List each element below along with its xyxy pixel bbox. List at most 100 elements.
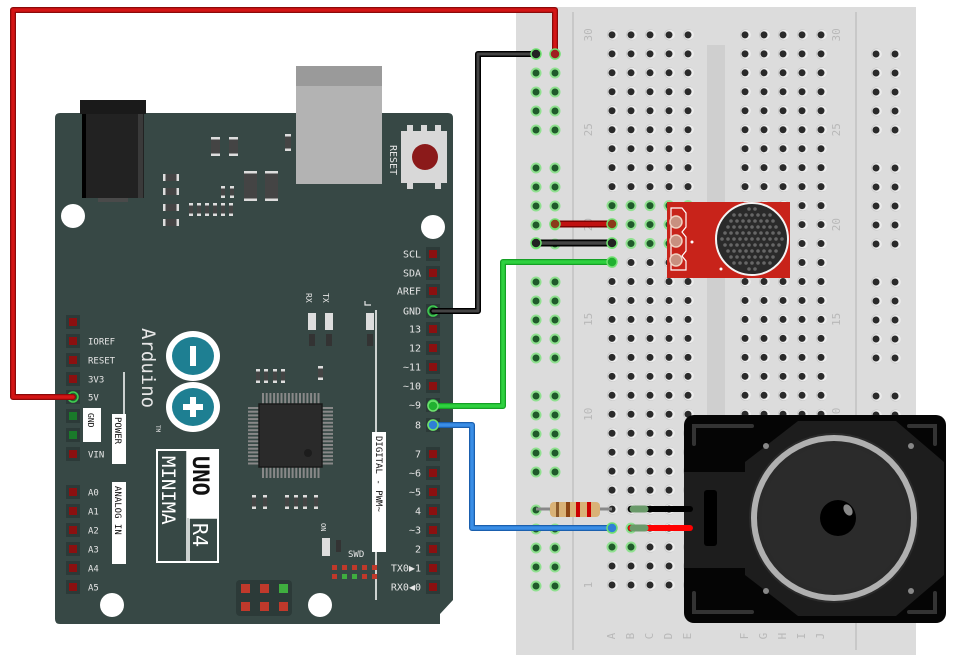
breadboard-hole[interactable] [778, 294, 789, 306]
breadboard-hole[interactable] [530, 314, 542, 326]
breadboard-hole[interactable] [645, 313, 656, 325]
breadboard-hole[interactable] [759, 29, 770, 41]
breadboard-hole[interactable] [683, 86, 694, 98]
breadboard-hole[interactable] [871, 219, 882, 231]
breadboard-hole[interactable] [645, 408, 656, 420]
breadboard-hole[interactable] [797, 86, 808, 98]
breadboard-hole[interactable] [797, 143, 808, 155]
breadboard-hole[interactable] [626, 275, 637, 287]
breadboard-hole[interactable] [549, 409, 561, 421]
breadboard-hole[interactable] [778, 29, 789, 41]
breadboard-hole[interactable] [740, 48, 751, 60]
breadboard-hole[interactable] [890, 67, 901, 79]
breadboard-hole[interactable] [606, 200, 618, 212]
breadboard-hole[interactable] [607, 105, 618, 117]
breadboard-hole[interactable] [645, 294, 656, 306]
header-pin[interactable] [426, 542, 440, 556]
breadboard-hole[interactable] [797, 351, 808, 363]
header-pin[interactable] [426, 504, 440, 518]
breadboard-hole[interactable] [683, 181, 694, 193]
breadboard-hole[interactable] [759, 105, 770, 117]
breadboard-hole[interactable] [530, 409, 542, 421]
breadboard-hole[interactable] [549, 314, 561, 326]
breadboard-hole[interactable] [890, 390, 901, 402]
breadboard-hole[interactable] [871, 314, 882, 326]
breadboard-hole[interactable] [797, 200, 808, 212]
breadboard-hole[interactable] [778, 124, 789, 136]
breadboard-hole[interactable] [890, 162, 901, 174]
breadboard-hole[interactable] [625, 200, 637, 212]
header-pin[interactable] [426, 341, 440, 355]
breadboard-hole[interactable] [683, 162, 694, 174]
breadboard-hole[interactable] [607, 67, 618, 79]
breadboard-hole[interactable] [645, 446, 656, 458]
breadboard-hole[interactable] [759, 181, 770, 193]
breadboard-hole[interactable] [683, 370, 694, 382]
breadboard-hole[interactable] [759, 124, 770, 136]
breadboard-hole[interactable] [664, 143, 675, 155]
breadboard-hole[interactable] [740, 124, 751, 136]
breadboard-hole[interactable] [607, 370, 618, 382]
breadboard-hole[interactable] [607, 427, 618, 439]
breadboard-hole[interactable] [626, 67, 637, 79]
breadboard-hole[interactable] [797, 105, 808, 117]
breadboard-hole[interactable] [626, 86, 637, 98]
breadboard-hole[interactable] [759, 370, 770, 382]
breadboard-hole[interactable] [626, 294, 637, 306]
breadboard-hole[interactable] [625, 238, 637, 250]
breadboard-hole[interactable] [645, 257, 656, 269]
breadboard-hole[interactable] [664, 294, 675, 306]
breadboard-hole[interactable] [607, 143, 618, 155]
breadboard-hole[interactable] [871, 333, 882, 345]
header-pin[interactable] [66, 504, 80, 518]
breadboard-hole[interactable] [664, 370, 675, 382]
breadboard-hole[interactable] [759, 162, 770, 174]
breadboard-hole[interactable] [530, 561, 542, 573]
header-pin[interactable] [426, 580, 440, 594]
breadboard-hole[interactable] [816, 200, 827, 212]
breadboard-hole[interactable] [645, 351, 656, 363]
breadboard-hole[interactable] [645, 389, 656, 401]
header-pin[interactable] [66, 428, 80, 442]
breadboard-hole[interactable] [778, 105, 789, 117]
breadboard-hole[interactable] [683, 313, 694, 325]
breadboard-hole[interactable] [626, 370, 637, 382]
breadboard-hole[interactable] [890, 124, 901, 136]
breadboard-hole[interactable] [626, 579, 637, 591]
breadboard-hole[interactable] [644, 238, 656, 250]
breadboard-hole[interactable] [664, 560, 675, 572]
breadboard-hole[interactable] [759, 332, 770, 344]
reset-button[interactable] [401, 125, 447, 189]
breadboard-hole[interactable] [530, 295, 542, 307]
breadboard-hole[interactable] [530, 124, 542, 136]
breadboard-hole[interactable] [626, 48, 637, 60]
breadboard-hole[interactable] [740, 162, 751, 174]
breadboard-hole[interactable] [606, 541, 618, 553]
header-pin[interactable] [66, 315, 80, 329]
breadboard-hole[interactable] [778, 313, 789, 325]
breadboard-hole[interactable] [871, 238, 882, 250]
breadboard-hole[interactable] [816, 124, 827, 136]
breadboard-hole[interactable] [530, 466, 542, 478]
breadboard-hole[interactable] [816, 143, 827, 155]
breadboard-hole[interactable] [797, 48, 808, 60]
breadboard-hole[interactable] [797, 275, 808, 287]
breadboard-hole[interactable] [683, 48, 694, 60]
header-pin[interactable] [66, 334, 80, 348]
breadboard-hole[interactable] [797, 332, 808, 344]
breadboard-hole[interactable] [626, 408, 637, 420]
breadboard-hole[interactable] [530, 219, 542, 231]
breadboard-hole[interactable] [549, 105, 561, 117]
breadboard-hole[interactable] [740, 389, 751, 401]
breadboard-hole[interactable] [797, 313, 808, 325]
breadboard-hole[interactable] [778, 332, 789, 344]
breadboard-hole[interactable] [549, 333, 561, 345]
breadboard-hole[interactable] [890, 276, 901, 288]
breadboard-hole[interactable] [740, 351, 751, 363]
breadboard-hole[interactable] [530, 333, 542, 345]
breadboard-hole[interactable] [797, 29, 808, 41]
header-pin[interactable] [66, 580, 80, 594]
breadboard-hole[interactable] [549, 276, 561, 288]
breadboard-hole[interactable] [740, 86, 751, 98]
breadboard-hole[interactable] [683, 389, 694, 401]
